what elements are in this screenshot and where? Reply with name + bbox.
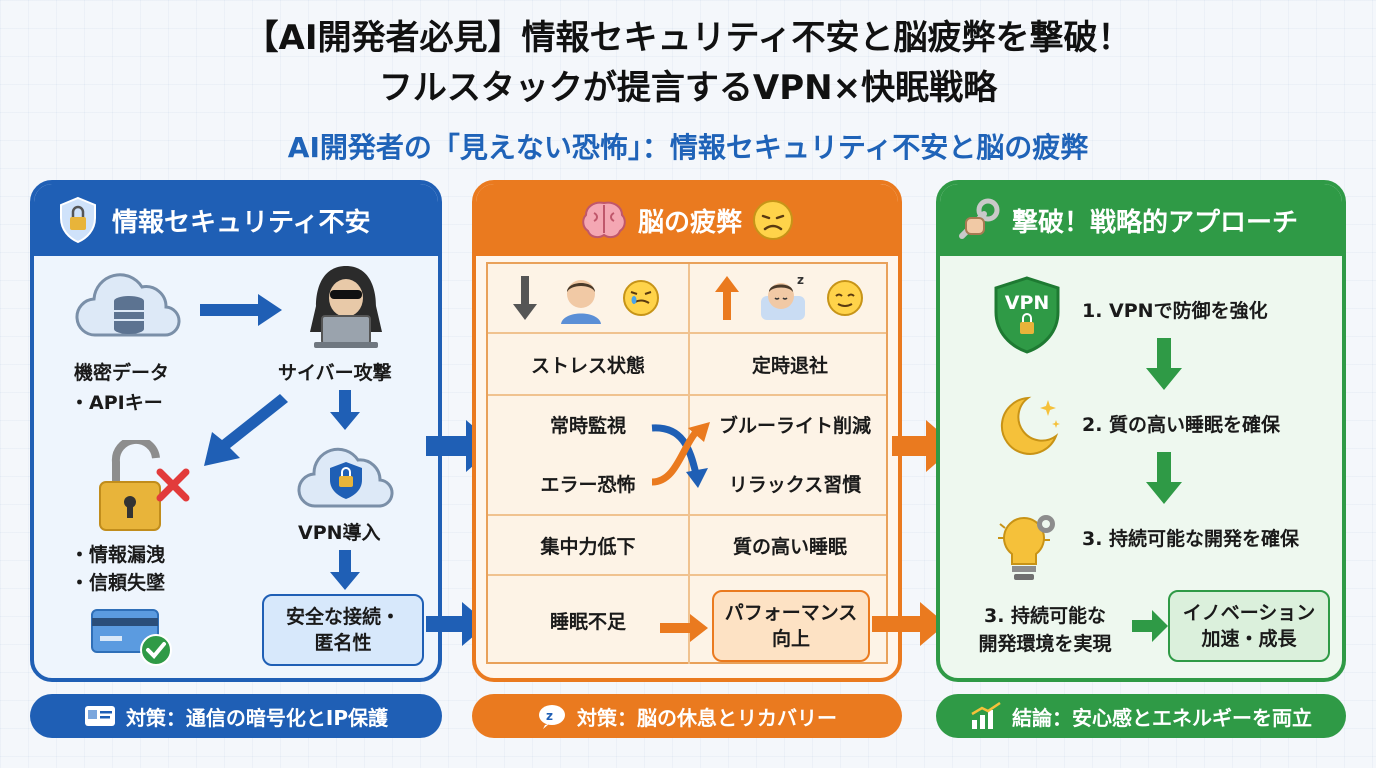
right-cell-2: ブルーライト削減 <box>718 414 871 437</box>
lightbulb-gear-icon <box>994 510 1064 586</box>
right-cell-1: 定時退社 <box>751 354 828 377</box>
strategy-footer: 結論：安心感とエネルギーを両立 <box>936 694 1346 738</box>
safe-box-line1: 安全な接続・ <box>285 606 400 628</box>
right-cell-3: リラックス習慣 <box>728 473 862 496</box>
subtitle: AI開発者の「見えない恐怖」：情報セキュリティ不安と脳の疲弊 <box>287 131 1089 164</box>
step-3: 3. 持続可能な開発を確保 <box>1082 528 1300 550</box>
brain-icon <box>580 199 628 241</box>
leak-label-1: ・情報漏洩 <box>70 544 166 566</box>
grid-divider-h4 <box>488 574 886 576</box>
left-cell-5: 睡眠不足 <box>549 610 626 633</box>
security-footer-text: 対策：通信の暗号化とIP保護 <box>125 705 389 730</box>
security-panel-title: 情報セキュリティ不安 <box>112 207 371 238</box>
performance-box: パフォーマンス 向上 <box>712 590 870 662</box>
strategy-footer-text: 結論：安心感とエネルギーを両立 <box>1012 705 1312 730</box>
grid-divider-h2 <box>488 394 886 396</box>
down-arrow-stressed-face-icon <box>513 276 659 324</box>
cloud-shield-icon <box>296 436 396 516</box>
up-arrow-sleeping-face-icon: z <box>715 273 863 320</box>
fatigue-grid: z ストレス状態 常時監視 エラー恐怖 集中力低下 睡眠不足 定時退社 ブルーラ… <box>486 262 888 664</box>
svg-text:z: z <box>797 273 804 287</box>
green-arrow-right <box>1132 610 1168 642</box>
vpn-shield-icon <box>992 276 1062 354</box>
safe-connection-box: 安全な接続・ 匿名性 <box>262 594 424 666</box>
stress-header-cell <box>488 264 688 332</box>
strategy-panel-title: 撃破！戦略的アプローチ <box>1012 207 1299 238</box>
left-cell-3: エラー恐怖 <box>540 473 636 496</box>
grid-divider-h3 <box>488 514 886 516</box>
fatigue-panel-title: 脳の疲弊 <box>637 207 742 238</box>
panel-arrow-orange-2 <box>872 600 948 648</box>
leak-label-2: ・信頼失墜 <box>70 572 166 594</box>
left-cell-4: 集中力低下 <box>540 535 636 558</box>
worried-face-icon <box>752 199 794 241</box>
left-cell-1: ストレス状態 <box>530 354 645 377</box>
grid-divider-v <box>688 264 690 664</box>
step-2: 2. 質の高い睡眠を確保 <box>1082 414 1281 436</box>
shield-lock-icon <box>58 196 98 244</box>
main-title-line1: 【AI開発者必見】情報セキュリティ不安と脳疲弊を撃破！ <box>244 18 1132 58</box>
left-cell-2: 常時監視 <box>549 414 626 437</box>
attack-label: サイバー攻撃 <box>278 362 392 384</box>
arrow-down-left-icon <box>200 390 290 470</box>
innovation-line1: イノベーション <box>1182 602 1316 624</box>
performance-line1: パフォーマンス <box>724 602 858 624</box>
security-footer: 対策：通信の暗号化とIP保護 <box>30 694 442 738</box>
growth-chart-icon <box>970 702 1002 730</box>
environment-line1: 3. 持続可能な <box>983 605 1107 627</box>
credit-card-check-icon <box>90 606 176 668</box>
arrow-down-icon-2 <box>330 550 360 590</box>
green-arrow-down-1 <box>1146 338 1182 390</box>
id-card-icon <box>84 704 116 728</box>
arrow-right-icon <box>200 292 284 328</box>
grid-divider-h1 <box>488 332 886 334</box>
fatigue-footer: z 対策：脳の休息とリカバリー <box>472 694 902 738</box>
vpn-label: VPN導入 <box>298 522 381 544</box>
main-title-line2: フルスタックが提言するVPN×快眠戦略 <box>378 68 998 108</box>
broken-lock-icon <box>94 440 194 536</box>
hacker-icon <box>300 262 392 350</box>
green-arrow-down-2 <box>1146 452 1182 504</box>
vpn-badge-text: VPN <box>1004 292 1050 314</box>
innovation-line2: 加速・成長 <box>1201 628 1297 650</box>
safe-box-line2: 匿名性 <box>314 632 372 654</box>
sleep-bubble-icon: z <box>537 703 567 729</box>
security-panel-header: 情報セキュリティ不安 <box>34 184 438 256</box>
cross-arrows-icon <box>646 418 718 494</box>
relax-header-cell: z <box>690 264 890 332</box>
environment-label: 3. 持続可能な 開発環境を実現 <box>956 602 1134 658</box>
wrench-fist-icon <box>954 196 1002 244</box>
innovation-box: イノベーション 加速・成長 <box>1168 590 1330 662</box>
strategy-panel-header: 撃破！戦略的アプローチ <box>940 184 1342 256</box>
moon-stars-icon <box>994 390 1066 462</box>
fatigue-panel-header: 脳の疲弊 <box>476 184 898 256</box>
data-label-2: ・APIキー <box>70 392 163 414</box>
right-cell-4: 質の高い睡眠 <box>732 535 847 558</box>
arrow-down-icon-1 <box>330 390 360 430</box>
step-1: 1. VPNで防御を強化 <box>1082 300 1268 322</box>
environment-line2: 開発環境を実現 <box>978 633 1112 655</box>
performance-line2: 向上 <box>771 628 810 650</box>
svg-text:z: z <box>546 709 553 723</box>
orange-arrow-small <box>660 612 710 644</box>
fatigue-footer-text: 対策：脳の休息とリカバリー <box>577 705 837 730</box>
data-label-1: 機密データ <box>74 362 170 384</box>
cloud-database-icon <box>74 265 184 345</box>
